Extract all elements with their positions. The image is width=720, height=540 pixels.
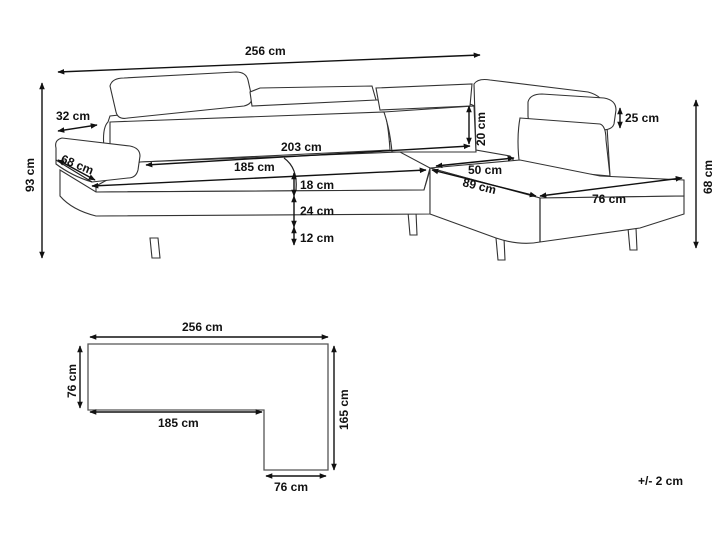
sofa-drawing <box>55 71 685 261</box>
base-front <box>59 169 431 217</box>
label-seat-width: 185 cm <box>234 160 275 174</box>
dimension-lines <box>39 52 699 259</box>
headrest-right <box>375 83 473 111</box>
label-cushion-height: 18 cm <box>300 178 334 192</box>
label-plan-depth: 76 cm <box>65 364 79 398</box>
floor-plan: 256 cm 76 cm 185 cm 165 cm 76 cm <box>65 320 351 494</box>
label-plan-chaise-length: 165 cm <box>337 389 351 430</box>
dim-seat-width <box>91 167 427 189</box>
leg-chaise-right <box>627 227 638 251</box>
label-headrest-height: 25 cm <box>625 111 659 125</box>
headrest-middle <box>249 85 377 107</box>
chaise-back-cushion <box>517 117 611 177</box>
dim-total-width <box>57 52 481 75</box>
label-back-inner: 203 cm <box>281 140 322 154</box>
back-cushion-right <box>383 105 477 153</box>
dim-chaise-back-depth <box>435 155 515 169</box>
plan-outline <box>87 343 329 471</box>
label-leg-height: 12 cm <box>300 231 334 245</box>
label-chaise-back-depth: 50 cm <box>468 163 502 177</box>
leg-middle <box>407 211 418 236</box>
tolerance-note: +/- 2 cm <box>638 474 683 488</box>
dim-chaise-seat-depth <box>431 168 537 198</box>
label-chaise-width: 76 cm <box>592 192 626 206</box>
label-plan-inner-length: 185 cm <box>158 416 199 430</box>
label-base-height: 24 cm <box>300 204 334 218</box>
label-total-width: 256 cm <box>245 44 286 58</box>
label-armrest-width: 32 cm <box>56 109 90 123</box>
dim-armrest-depth <box>57 159 96 181</box>
label-max-height: 93 cm <box>23 158 37 192</box>
label-plan-top-width: 256 cm <box>182 320 223 334</box>
leg-front-left <box>149 237 161 259</box>
label-plan-chaise-width: 76 cm <box>274 480 308 494</box>
dim-chaise-width <box>539 176 683 198</box>
label-backrest-height: 20 cm <box>474 112 488 146</box>
dim-back-inner <box>145 143 471 168</box>
leg-chaise-front <box>495 237 506 261</box>
label-chaise-height: 68 cm <box>701 160 715 194</box>
dim-armrest-width <box>57 123 98 133</box>
